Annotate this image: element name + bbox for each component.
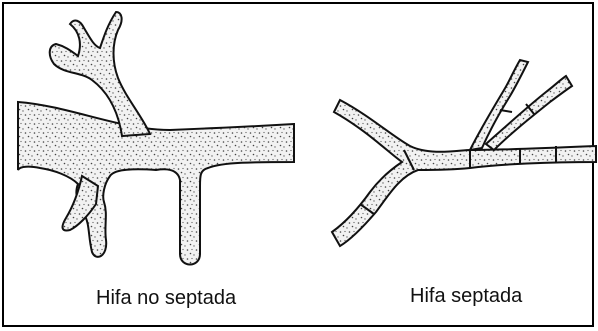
septate-hypha-drawing	[332, 60, 596, 246]
septate-main-trunk	[332, 100, 596, 246]
label-septate-hypha: Hifa septada	[410, 285, 522, 308]
label-non-septate-hypha: Hifa no septada	[96, 287, 236, 310]
non-septate-main-trunk	[18, 102, 294, 265]
non-septate-hypha-drawing	[18, 12, 294, 265]
